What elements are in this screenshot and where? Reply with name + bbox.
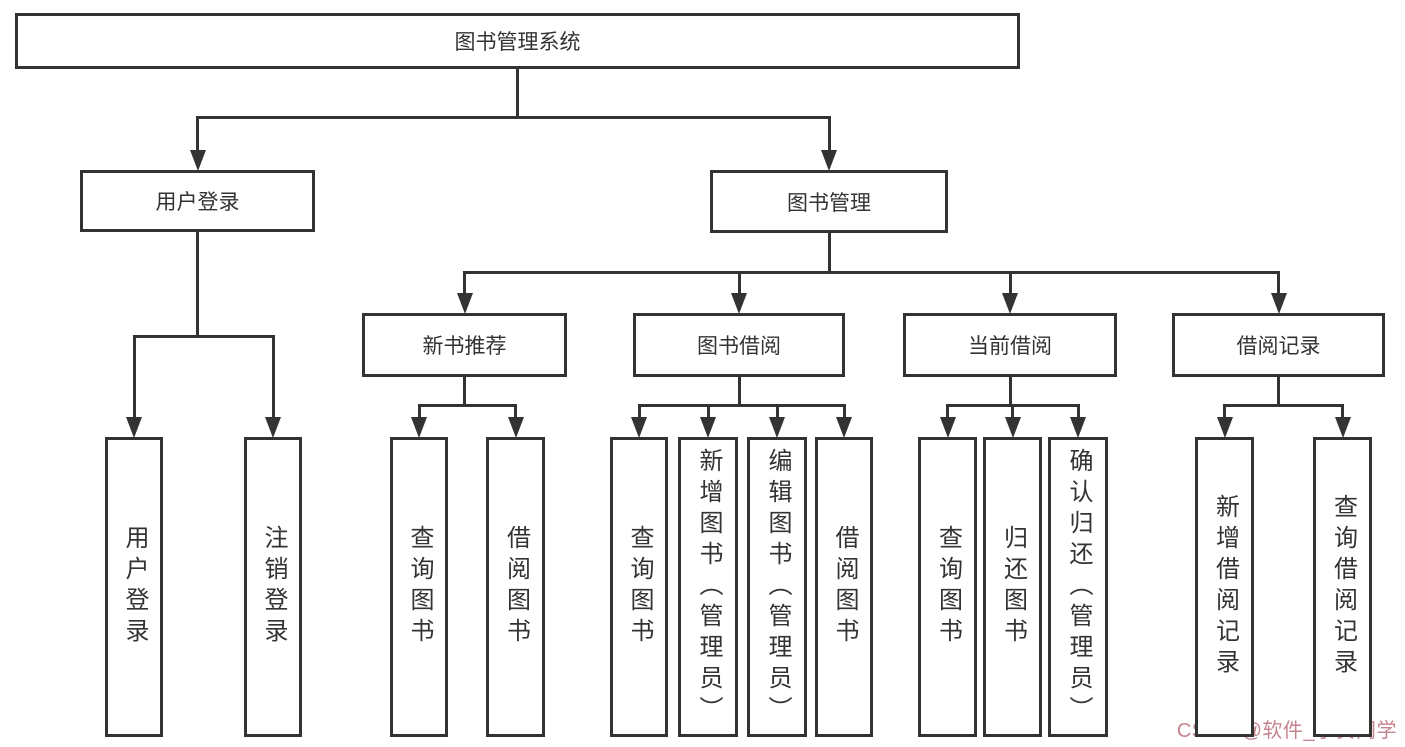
node-bw-query: 查询图书 [610,437,668,737]
connector-line [637,405,641,420]
connector-line [842,405,846,420]
connector-line [737,377,741,405]
arrow-down-icon [939,417,956,438]
connector-line [946,405,949,420]
node-label: 新增借阅记录 [1211,494,1239,680]
node-label: 编辑图书（管理员） [764,447,791,727]
node-nb-query: 查询图书 [390,437,448,737]
connector-line [827,117,831,153]
node-login: 用户登录 [80,170,315,232]
node-label: 用户登录 [155,191,240,214]
connector-line [1008,377,1012,405]
node-label: 查询图书 [626,525,653,649]
node-mgmt: 图书管理 [710,170,948,233]
node-nb-borrow: 借阅图书 [486,437,545,737]
arrow-down-icon [1216,417,1233,438]
connector-line [196,232,199,336]
arrow-down-icon [456,293,473,314]
node-label: 确认归还（管理员） [1065,447,1092,727]
node-label: 用户登录 [121,525,148,649]
arrow-down-icon [1334,417,1351,438]
node-rec-add: 新增借阅记录 [1195,437,1254,737]
node-label: 借阅图书 [831,525,858,649]
node-label: 图书借阅 [697,335,781,358]
connector-line [132,336,136,420]
connector-line [271,336,275,420]
connector-line [706,405,710,420]
node-label: 注销登录 [260,525,287,649]
node-newbook: 新书推荐 [362,313,567,377]
arrow-down-icon [1004,417,1021,438]
node-label: 归还图书 [999,525,1027,649]
connector-line [516,69,519,117]
arrow-down-icon [821,150,837,171]
node-cur-return: 归还图书 [983,437,1042,737]
connector-line [1008,272,1012,296]
node-label: 借阅记录 [1236,335,1321,358]
connector-line [463,270,1280,274]
node-label: 新增图书（管理员） [695,447,722,727]
arrow-down-icon [411,417,427,438]
node-bw-edit: 编辑图书（管理员） [747,437,807,737]
connector-line [737,272,741,296]
node-logout: 注销登录 [244,437,302,737]
node-bw-borrow: 借阅图书 [815,437,873,737]
connector-line [1223,405,1226,420]
node-bw-add: 新增图书（管理员） [678,437,738,737]
connector-line [196,117,199,153]
connector-line [463,377,466,405]
node-label: 当前借阅 [968,335,1052,358]
node-label: 查询借阅记录 [1329,494,1357,680]
connector-line [1076,405,1080,420]
connector-line [775,405,779,420]
node-user-login: 用户登录 [105,437,163,737]
connector-line [1277,272,1280,296]
connector-line [637,403,846,407]
node-root: 图书管理系统 [15,13,1020,69]
node-cur-query: 查询图书 [918,437,977,737]
connector-line [1223,403,1344,407]
node-rec-query: 查询借阅记录 [1313,437,1372,737]
arrow-down-icon [126,417,142,438]
node-label: 借阅图书 [502,525,530,649]
node-label: 图书管理系统 [454,31,581,54]
connector-line [417,405,421,420]
connector-line [463,272,466,296]
connector-line [1277,377,1280,405]
arrow-down-icon [1270,293,1287,314]
connector-line [132,334,275,338]
node-label: 查询图书 [406,525,433,649]
node-label: 图书管理 [787,191,871,215]
arrow-down-icon [700,417,716,438]
arrow-down-icon [265,417,281,438]
node-label: 查询图书 [934,525,962,649]
arrow-down-icon [731,293,747,314]
arrow-down-icon [631,417,647,438]
connector-line [1011,405,1014,420]
arrow-down-icon [769,417,785,438]
connector-line [514,405,517,420]
node-label: 新书推荐 [422,335,507,358]
connector-line [827,233,831,272]
connector-line [196,115,831,119]
node-current: 当前借阅 [903,313,1117,377]
arrow-down-icon [507,417,524,438]
node-records: 借阅记录 [1172,313,1385,377]
node-cur-confirm: 确认归还（管理员） [1048,437,1108,737]
arrow-down-icon [1070,417,1086,438]
node-borrow: 图书借阅 [633,313,845,377]
arrow-down-icon [836,417,852,438]
arrow-down-icon [1002,293,1018,314]
connector-line [417,403,517,407]
connector-line [1341,405,1344,420]
arrow-down-icon [189,150,206,171]
